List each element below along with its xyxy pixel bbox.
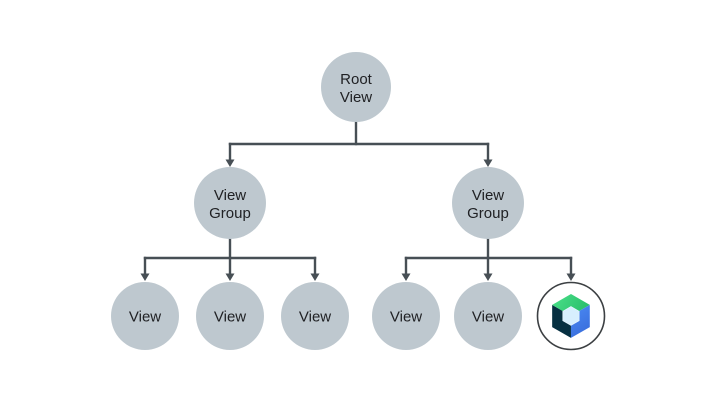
node-label: View xyxy=(299,309,331,326)
node-view-leaf: View xyxy=(454,282,522,350)
node-view-circle xyxy=(454,282,522,350)
node-label: View xyxy=(129,309,161,326)
arrowhead xyxy=(566,273,576,281)
arrowhead xyxy=(225,273,235,281)
node-label: Group xyxy=(467,205,509,222)
node-label: View xyxy=(472,187,504,204)
node-view-group-right: View Group xyxy=(452,167,524,239)
arrowhead xyxy=(140,273,150,281)
arrowhead xyxy=(483,273,493,281)
node-root-view-circle xyxy=(321,52,391,122)
node-label: View xyxy=(214,309,246,326)
node-view-circle xyxy=(111,282,179,350)
level-2-left-connectors xyxy=(140,238,320,281)
node-view-group-circle xyxy=(452,167,524,239)
arrowhead xyxy=(483,159,493,167)
compose-logo-core-hexagon xyxy=(562,306,580,326)
node-label: Root xyxy=(340,71,373,88)
node-view-group-circle xyxy=(194,167,266,239)
node-view-leaf: View xyxy=(196,282,264,350)
node-view-group-left: View Group xyxy=(194,167,266,239)
node-label: View xyxy=(340,89,372,106)
node-root-view: Root View xyxy=(321,52,391,122)
node-view-circle xyxy=(196,282,264,350)
node-view-leaf: View xyxy=(111,282,179,350)
node-compose-leaf xyxy=(536,281,606,351)
arrowhead xyxy=(401,273,411,281)
node-label: Group xyxy=(209,205,251,222)
arrowhead xyxy=(225,159,235,167)
jetpack-compose-logo-icon xyxy=(552,294,590,338)
level-2-right-connectors xyxy=(401,238,576,281)
node-label: View xyxy=(390,309,422,326)
node-view-leaf: View xyxy=(281,282,349,350)
node-view-circle xyxy=(372,282,440,350)
compose-logo-top-face xyxy=(552,294,590,316)
node-label: View xyxy=(214,187,246,204)
node-label: View xyxy=(472,309,504,326)
node-view-circle xyxy=(281,282,349,350)
node-view-leaf: View xyxy=(372,282,440,350)
arrowhead xyxy=(310,273,320,281)
level-1-connectors xyxy=(225,121,493,167)
